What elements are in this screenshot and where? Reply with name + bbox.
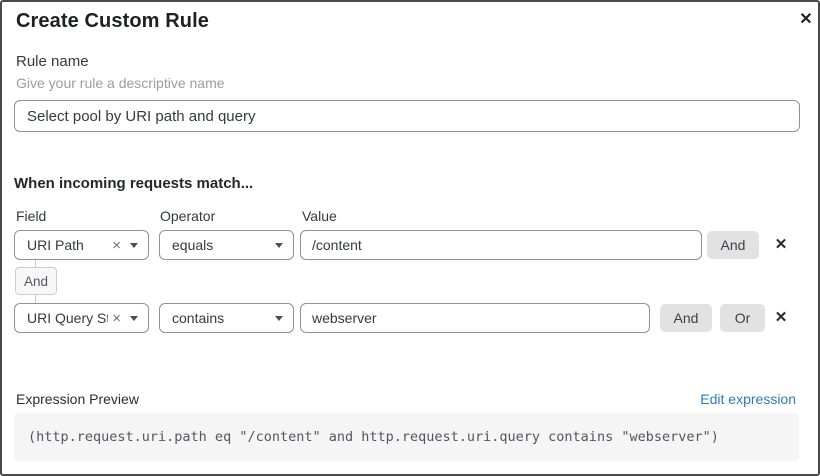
field-select-row1-value: URI Path [27, 237, 84, 253]
chevron-down-icon [130, 315, 138, 321]
chevron-down-icon [275, 315, 283, 321]
field-select-row2-value: URI Query St... [27, 310, 108, 326]
value-input-row1[interactable] [300, 230, 702, 260]
operator-select-row1-value: equals [172, 237, 214, 253]
or-button-row2[interactable]: Or [720, 304, 765, 332]
operator-select-row1[interactable]: equals [159, 230, 294, 260]
dialog-title: Create Custom Rule [16, 10, 209, 32]
column-label-field: Field [16, 208, 47, 224]
and-button-row1[interactable]: And [707, 231, 759, 259]
field-select-row2[interactable]: URI Query St... × [14, 303, 149, 333]
remove-condition-icon[interactable]: ✕ [770, 306, 792, 328]
chevron-down-icon [130, 242, 138, 248]
clear-icon[interactable]: × [112, 236, 121, 254]
column-label-value: Value [302, 208, 337, 224]
expression-code: (http.request.uri.path eq "/content" and… [28, 429, 719, 445]
rule-name-input[interactable] [14, 100, 800, 132]
expression-code-block: (http.request.uri.path eq "/content" and… [14, 413, 799, 461]
value-input-row2[interactable] [300, 303, 650, 333]
and-button-row2[interactable]: And [660, 304, 712, 332]
column-label-operator: Operator [160, 208, 216, 224]
match-section-heading: When incoming requests match... [14, 175, 254, 192]
operator-select-row2-value: contains [172, 310, 225, 326]
expression-preview-label: Expression Preview [16, 391, 139, 407]
clear-icon[interactable]: × [112, 309, 121, 327]
close-icon[interactable]: ✕ [794, 7, 818, 31]
operator-select-row2[interactable]: contains [159, 303, 294, 333]
rule-name-hint: Give your rule a descriptive name [16, 75, 225, 91]
rule-name-label: Rule name [16, 53, 89, 70]
edit-expression-link[interactable]: Edit expression [700, 391, 796, 407]
field-select-row1[interactable]: URI Path × [14, 230, 149, 260]
chevron-down-icon [275, 242, 283, 248]
remove-condition-icon[interactable]: ✕ [770, 233, 792, 255]
connector-and-chip: And [15, 267, 57, 295]
